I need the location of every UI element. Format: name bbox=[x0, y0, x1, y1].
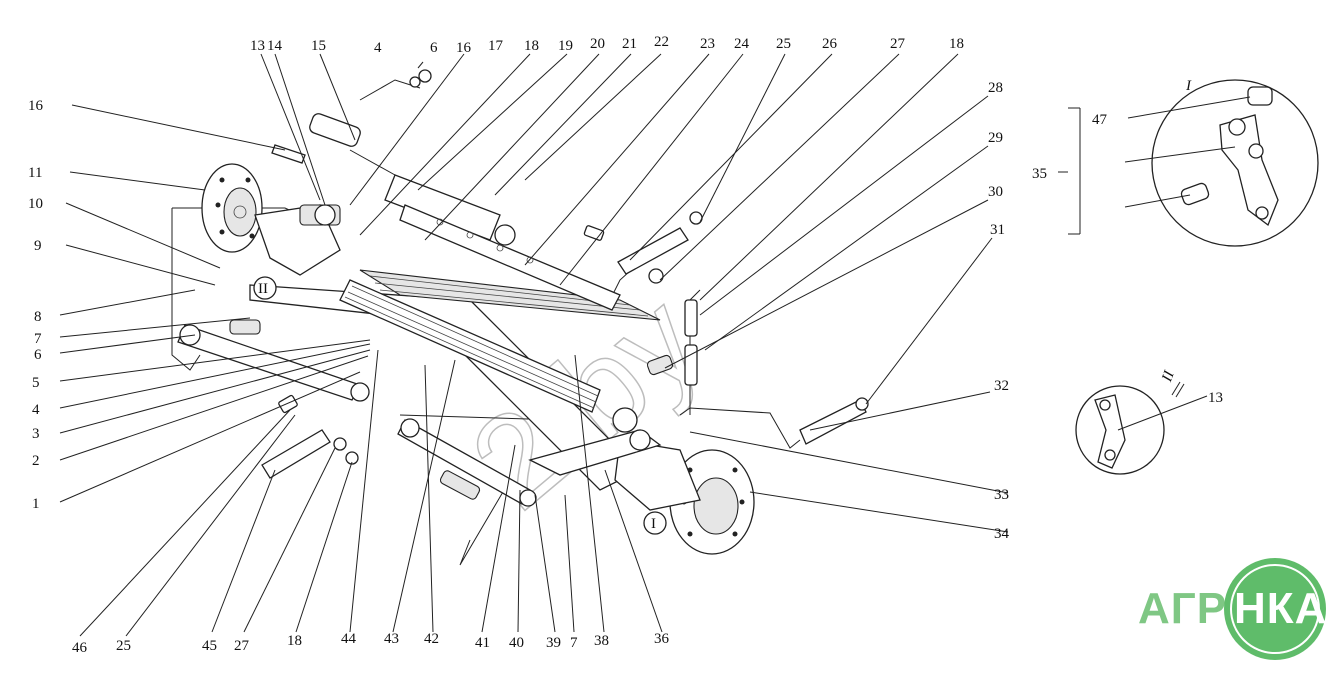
callout-16: 16 bbox=[456, 40, 472, 56]
callout-29: 29 bbox=[988, 130, 1003, 146]
callout-18-top: 18 bbox=[524, 38, 539, 54]
callout-6-top: 6 bbox=[430, 40, 438, 56]
callout-6: 6 bbox=[34, 347, 42, 363]
callout-37: 39 bbox=[546, 635, 561, 651]
callout-17: 17 bbox=[488, 38, 504, 54]
left-pins bbox=[261, 394, 359, 479]
callout-34: 34 bbox=[994, 526, 1010, 542]
callout-19: 19 bbox=[558, 38, 573, 54]
callout-8: 8 bbox=[34, 309, 42, 325]
callout-11: 11 bbox=[28, 165, 42, 181]
callout-27-top: 27 bbox=[890, 36, 906, 52]
upper-pins bbox=[583, 211, 703, 284]
callout-31: 31 bbox=[990, 222, 1005, 238]
callout-32: 32 bbox=[994, 378, 1009, 394]
right-rod-ends bbox=[646, 299, 698, 386]
callout-4-top: 4 bbox=[374, 40, 382, 56]
logo-ring bbox=[1230, 564, 1320, 654]
callout-38: 40 bbox=[509, 635, 524, 651]
callout-5: 5 bbox=[32, 375, 40, 391]
callout-14: 14 bbox=[267, 38, 283, 54]
view-marker-main: I bbox=[643, 511, 667, 535]
svg-text:II: II bbox=[1159, 368, 1178, 385]
svg-text:I: I bbox=[1185, 78, 1192, 94]
callout-43: 45 bbox=[202, 638, 217, 654]
callout-2: 2 bbox=[32, 453, 40, 469]
callout-39: 41 bbox=[475, 635, 490, 651]
callout-13-detail: 13 bbox=[1208, 390, 1223, 406]
callout-36: 38 bbox=[594, 633, 609, 649]
agronka-logo: АГРО НКА bbox=[1138, 558, 1328, 660]
detail-view-ii: II bbox=[1075, 368, 1185, 475]
leader-lines bbox=[59, 53, 1251, 637]
lower-left-cylinder bbox=[177, 319, 370, 402]
right-bolt-spring bbox=[799, 397, 869, 445]
callout-28: 28 bbox=[988, 80, 1003, 96]
logo-circle bbox=[1224, 558, 1326, 660]
callout-24: 24 bbox=[734, 36, 750, 52]
callout-4: 4 bbox=[32, 402, 40, 418]
callout-9: 9 bbox=[34, 238, 42, 254]
callout-18-topright: 18 bbox=[949, 36, 964, 52]
svg-text:I: I bbox=[651, 516, 656, 532]
detail-view-i: I bbox=[1058, 78, 1319, 247]
callout-18-bottom: 18 bbox=[287, 633, 302, 649]
callout-35-detail: 35 bbox=[1032, 166, 1047, 182]
svg-text:II: II bbox=[258, 281, 268, 297]
callout-30: 30 bbox=[988, 184, 1003, 200]
bolt-12 bbox=[271, 144, 306, 164]
callout-labels: 16 11 10 9 8 7 6 5 4 3 2 1 13 14 15 4 6 … bbox=[28, 34, 1223, 656]
callout-1: 1 bbox=[32, 496, 40, 512]
callout-26: 26 bbox=[822, 36, 838, 52]
tie-rod bbox=[399, 204, 621, 311]
callout-27-bottom: 27 bbox=[234, 638, 250, 654]
callout-22: 22 bbox=[654, 34, 669, 50]
right-hub bbox=[614, 439, 755, 555]
leaf-spring bbox=[339, 279, 601, 413]
callout-25-top: 25 bbox=[776, 36, 791, 52]
callout-40: 42 bbox=[424, 631, 439, 647]
callout-13: 13 bbox=[250, 38, 265, 54]
callout-3: 3 bbox=[32, 426, 40, 442]
callout-42: 44 bbox=[341, 631, 357, 647]
callout-33: 33 bbox=[994, 487, 1009, 503]
callout-20: 20 bbox=[590, 36, 605, 52]
right-knuckle bbox=[528, 407, 662, 476]
callout-12: 16 bbox=[28, 98, 44, 114]
callout-44: 46 bbox=[72, 640, 88, 656]
left-knuckle bbox=[254, 204, 341, 276]
corner-mark bbox=[1302, 4, 1332, 8]
callout-7: 7 bbox=[34, 331, 42, 347]
callout-15: 15 bbox=[311, 38, 326, 54]
top-small-parts bbox=[409, 61, 432, 88]
upper-cylinder bbox=[309, 113, 516, 246]
callout-35-bottom: 36 bbox=[654, 631, 670, 647]
callout-41: 43 bbox=[384, 631, 399, 647]
lower-center-cylinder bbox=[397, 418, 537, 507]
callout-7-bottom: 7 bbox=[570, 635, 578, 651]
callout-21: 21 bbox=[622, 36, 637, 52]
logo-text-right: НКА bbox=[1234, 584, 1328, 633]
callout-23: 23 bbox=[700, 36, 715, 52]
callout-45: 47 bbox=[1092, 112, 1108, 128]
callout-10: 10 bbox=[28, 196, 43, 212]
callout-25-bottom: 25 bbox=[116, 638, 131, 654]
view-marker-alt: II bbox=[253, 276, 277, 300]
left-hub bbox=[201, 163, 263, 253]
